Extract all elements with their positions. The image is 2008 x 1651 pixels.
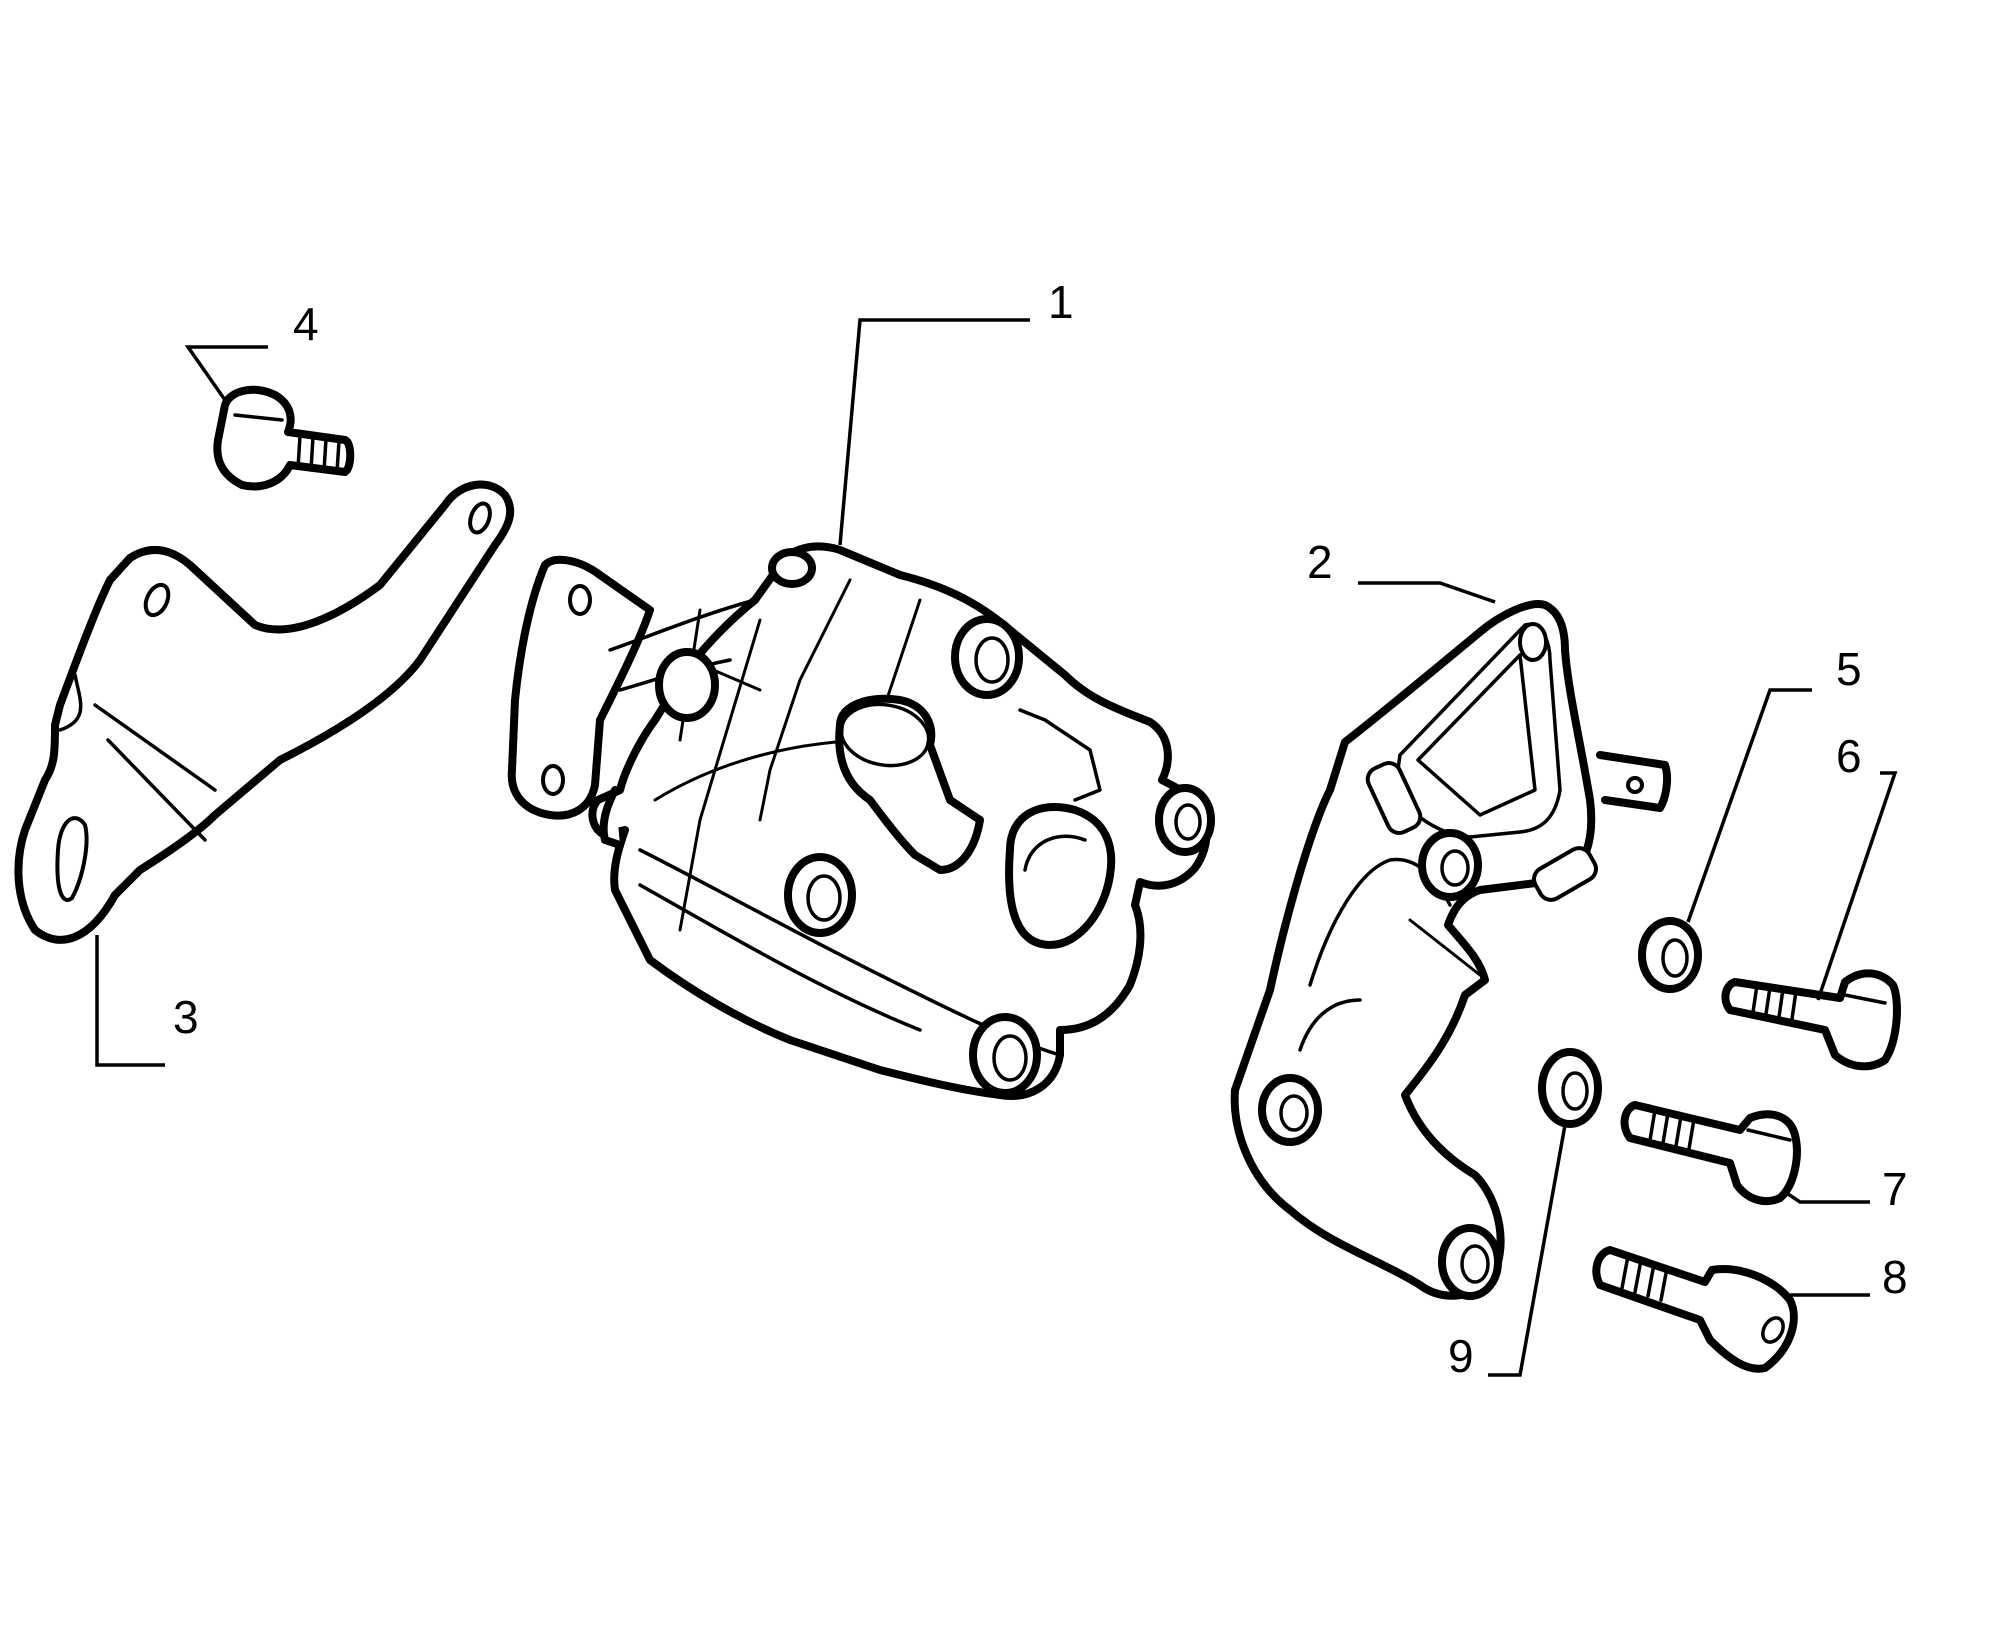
leader-2 (1358, 581, 1496, 604)
part-3-left-bracket (14, 480, 515, 944)
callout-4: 4 (293, 298, 319, 350)
boss (655, 615, 1215, 1097)
part-6-bolt (1721, 969, 1901, 1071)
part-8-bolt (1592, 1246, 1798, 1373)
callout-2: 2 (1307, 536, 1333, 588)
part-4-bolt (213, 385, 355, 491)
callout-1: 1 (1048, 276, 1074, 328)
callout-8: 8 (1882, 1251, 1908, 1303)
part-5-washer (1638, 917, 1702, 993)
leader-9 (1488, 1124, 1567, 1377)
callout-6: 6 (1836, 730, 1862, 782)
callout-7: 7 (1882, 1163, 1908, 1215)
leader-1 (838, 318, 1030, 546)
part-1-pump-housing (507, 542, 1215, 1100)
leader-3 (95, 935, 165, 1067)
leader-6 (1816, 771, 1898, 1001)
leader-7 (1784, 1190, 1870, 1204)
leader-4 (184, 345, 268, 402)
leader-5 (1686, 688, 1812, 923)
part-9-washer (1538, 1048, 1602, 1128)
part-2-right-bracket (1230, 600, 1672, 1300)
callout-labels: 1 2 3 4 5 6 7 8 9 (173, 276, 1908, 1382)
callout-9: 9 (1448, 1330, 1474, 1382)
leader-lines (95, 318, 1898, 1377)
callout-5: 5 (1836, 643, 1862, 695)
callout-3: 3 (173, 991, 199, 1043)
part-7-bolt (1620, 1101, 1801, 1206)
